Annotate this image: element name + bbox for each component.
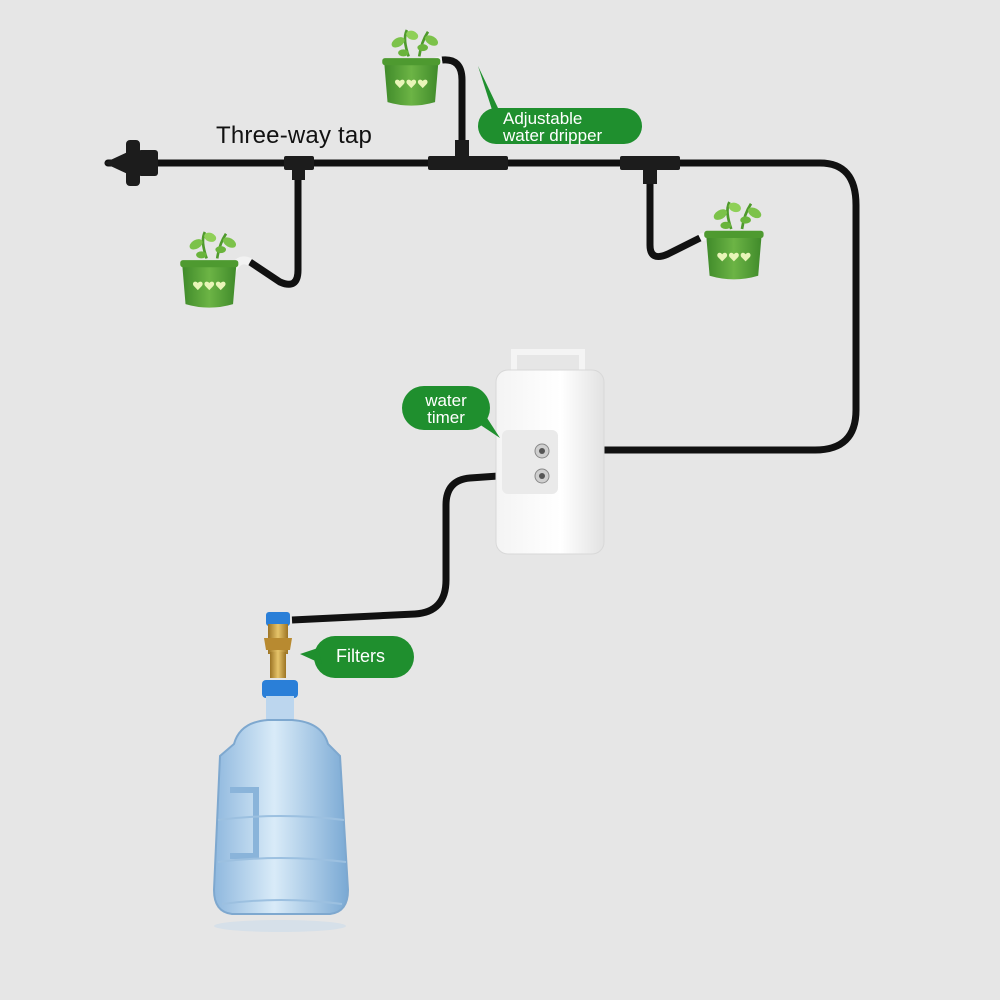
- callout-filters: [300, 636, 414, 678]
- plant-pot-icon: [380, 27, 442, 108]
- three-way-tap-label: Three-way tap: [216, 122, 372, 149]
- left-branch-tube: [248, 168, 302, 288]
- supply-tube: [291, 469, 541, 624]
- timer-label: water timer: [416, 392, 476, 426]
- plant-pot-icon: [702, 199, 765, 281]
- tee-connector-right: [620, 156, 680, 170]
- water-timer-icon: [495, 349, 605, 555]
- dripper-label-line1: Adjustable: [503, 109, 583, 128]
- main-tube: [104, 159, 860, 454]
- callout-dripper: [478, 66, 642, 144]
- timer-label-line2: timer: [427, 408, 465, 427]
- plant-pot-icon: [178, 229, 240, 309]
- water-bottle-icon: [212, 680, 350, 932]
- middle-branch-tube: [441, 56, 466, 160]
- filters-label: Filters: [336, 646, 385, 666]
- tee-connector-middle: [428, 156, 508, 170]
- filter-valve-icon: [264, 612, 292, 678]
- right-branch-tube: [646, 168, 702, 260]
- timer-label-line1: water: [425, 391, 467, 410]
- end-plug-icon: [104, 140, 158, 186]
- tee-connector-left: [284, 156, 314, 170]
- dripper-label-line2: water dripper: [503, 126, 603, 145]
- callout-timer: [402, 386, 500, 438]
- dripper-label: Adjustable water dripper: [503, 110, 643, 144]
